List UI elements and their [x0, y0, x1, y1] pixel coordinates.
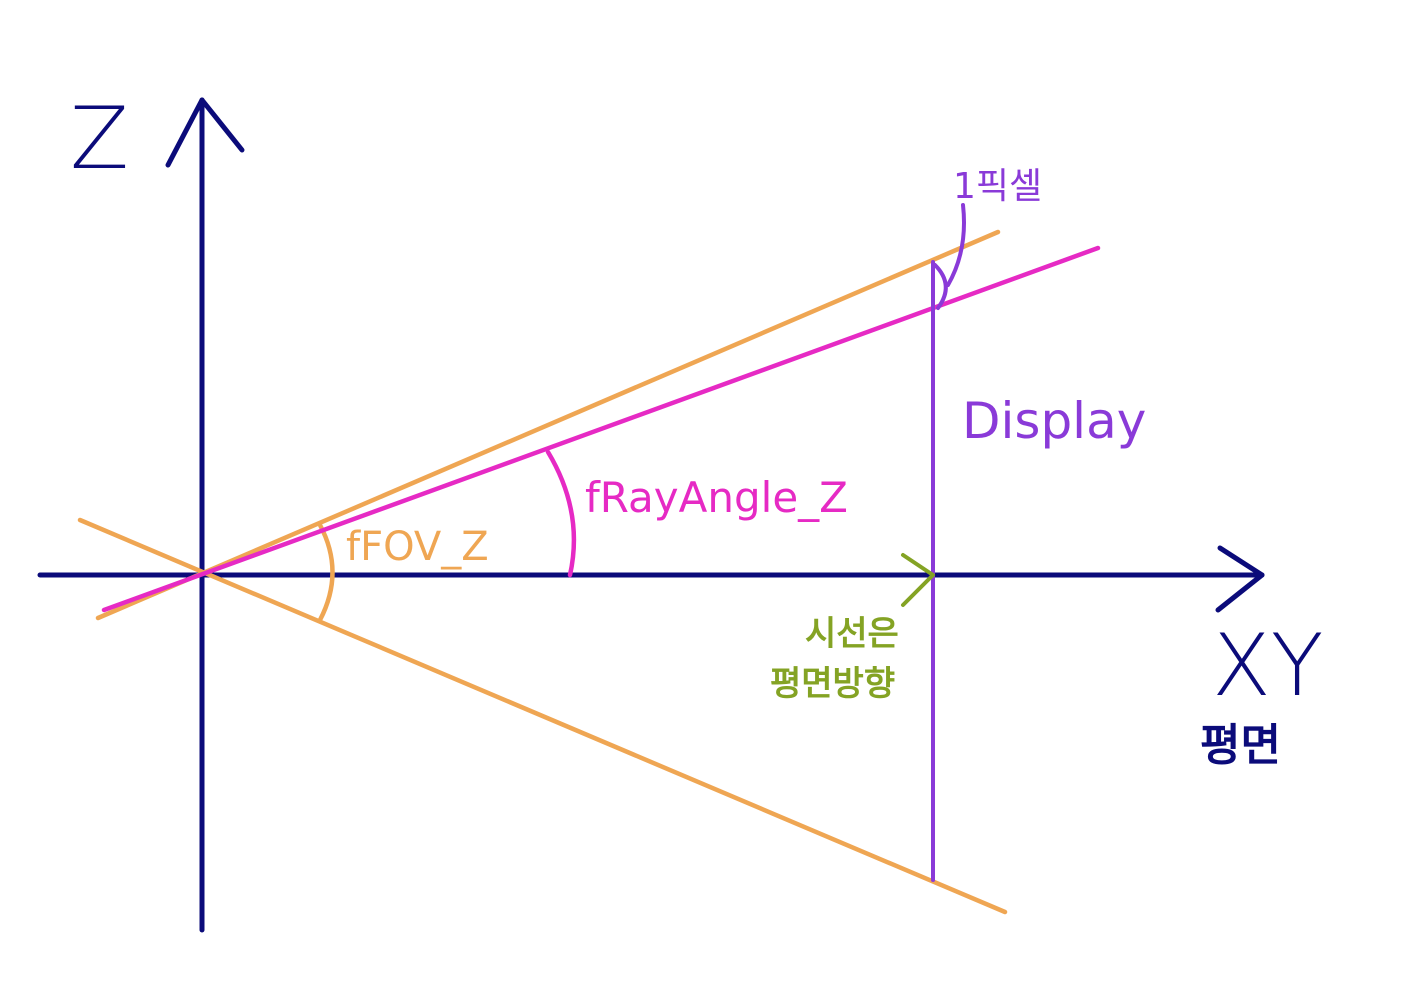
pixel-leader-line: [946, 203, 966, 287]
z-axis-arrowhead: [165, 97, 245, 168]
ray-line: [101, 245, 1101, 613]
gaze-label-line1: 시선은: [805, 614, 899, 654]
pixel-label: 1픽셀: [953, 166, 1042, 207]
fov-lower-line: [77, 517, 1008, 915]
ray-angle-label: fRayAngle_Z: [585, 473, 848, 522]
z-axis-label: Z: [70, 89, 129, 189]
xy-axis-arrowhead: [1215, 545, 1265, 613]
fov-angle-label: fFOV_Z: [346, 524, 489, 570]
gaze-label-line2: 평면방향: [770, 664, 895, 704]
xy-axis-label: XY: [1212, 616, 1323, 716]
pixel-bracket: [933, 263, 948, 310]
ray-angle-arc: [545, 449, 577, 578]
fov-angle-arc: [317, 522, 335, 623]
display-label: Display: [962, 392, 1146, 450]
fov-upper-line: [95, 229, 1001, 621]
gaze-arrowhead: [901, 553, 935, 607]
xy-plane-label: 평면: [1200, 720, 1281, 771]
